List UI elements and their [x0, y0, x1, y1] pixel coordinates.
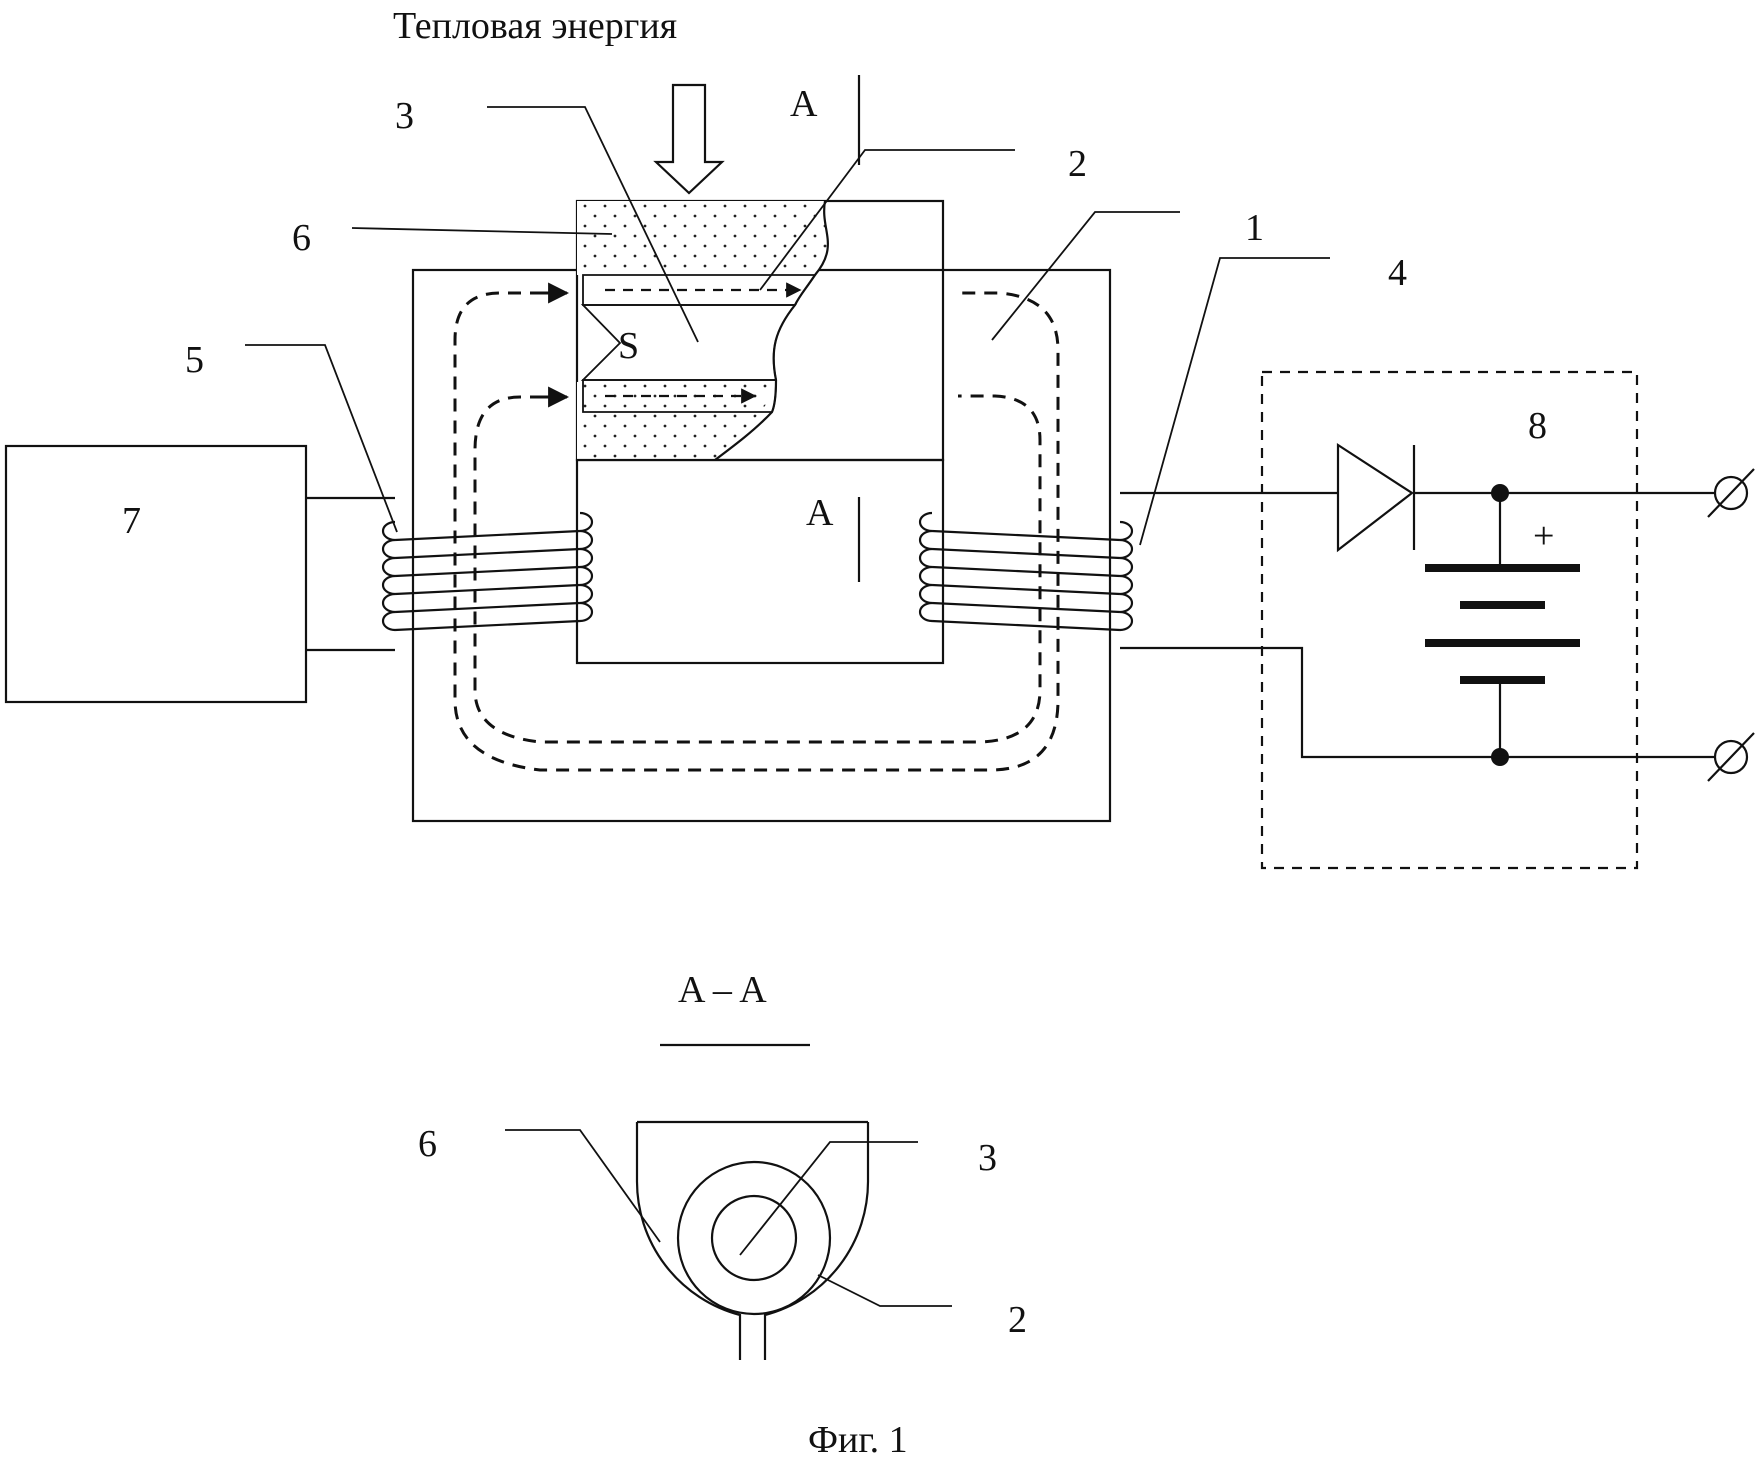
block-7 — [4, 444, 308, 704]
leader-2 — [759, 149, 1015, 291]
label-4: 4 — [1388, 252, 1407, 294]
terminal-top — [1707, 468, 1755, 518]
lower-block — [575, 458, 945, 665]
leader-5 — [245, 344, 398, 533]
south-pole-label: S — [618, 325, 639, 367]
section-leader-6 — [505, 1129, 661, 1243]
block-8 — [1260, 370, 1639, 870]
leader-4 — [1139, 257, 1330, 546]
section-label-2: 2 — [1008, 1299, 1027, 1341]
heat-input-arrow — [653, 83, 725, 195]
section-magnet — [710, 1194, 798, 1282]
excitation-coil — [381, 511, 594, 632]
battery — [1425, 564, 1580, 684]
label-5: 5 — [185, 339, 204, 381]
label-8: 8 — [1528, 405, 1547, 447]
label-6: 6 — [292, 217, 311, 259]
break-line — [714, 200, 829, 461]
magnetic-core — [411, 268, 1112, 823]
leader-3 — [487, 106, 699, 343]
figure-caption: Фиг. 1 — [808, 1419, 908, 1461]
label-1: 1 — [1245, 207, 1264, 249]
section-leader-3 — [739, 1141, 918, 1256]
leader-1 — [991, 211, 1180, 341]
magnet-core — [580, 304, 797, 381]
outer-flux-loop — [453, 291, 1060, 772]
section-marker-bottom: A — [806, 492, 834, 534]
output-coil — [918, 511, 1134, 632]
section-marker-top: A — [790, 83, 818, 125]
section-label-6: 6 — [418, 1123, 437, 1165]
section-insulation — [635, 1120, 870, 1360]
section-leader-2 — [817, 1274, 952, 1307]
heat-energy-label: Тепловая энергия — [393, 5, 677, 47]
insulation-region-bottom — [577, 382, 777, 460]
insulation-region — [577, 201, 828, 275]
leader-6 — [351, 227, 613, 235]
inner-flux-loop — [473, 394, 1042, 744]
terminal-bottom — [1707, 732, 1755, 782]
label-3: 3 — [395, 95, 414, 137]
wire-minus — [1120, 646, 1715, 759]
section-label-3: 3 — [978, 1137, 997, 1179]
label-7: 7 — [122, 500, 141, 542]
section-shell — [676, 1160, 832, 1316]
section-title: A – A — [678, 969, 767, 1011]
diode — [1336, 442, 1416, 553]
plus-sign: + — [1533, 515, 1554, 557]
label-2: 2 — [1068, 143, 1087, 185]
